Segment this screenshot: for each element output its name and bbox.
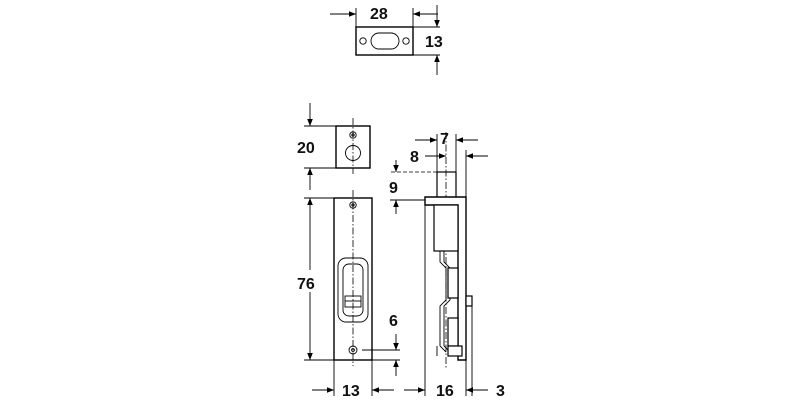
bolt-block-upper — [447, 267, 459, 299]
dim-side-plate: 3 — [496, 383, 505, 400]
bolt-knob — [344, 295, 362, 308]
bolt-slot-outer — [337, 257, 369, 323]
bolt-slot-inner — [342, 263, 364, 317]
side-view: 7 8 9 16 3 — [389, 131, 505, 400]
keeper-screw-left — [359, 37, 367, 45]
dim-side-offset-7: 7 — [440, 131, 449, 148]
bolt-plate-screw-top — [349, 201, 357, 209]
keeper-screw-right — [402, 37, 410, 45]
bolt-head-upper — [436, 171, 457, 201]
dim-bolt-width: 13 — [342, 383, 360, 400]
bolt-base — [447, 345, 463, 357]
bolt-block-lower — [447, 317, 459, 347]
dim-top-plate-height: 20 — [297, 140, 315, 157]
dim-keeper-height: 13 — [425, 34, 443, 51]
keeper-slot — [370, 32, 400, 50]
front-view: 20 76 6 13 — [296, 103, 400, 400]
dim-keeper-width: 28 — [370, 6, 388, 23]
dim-side-offset-8: 8 — [410, 149, 419, 166]
dim-bolt-length: 76 — [297, 276, 315, 293]
keeper-plate — [355, 26, 414, 56]
dim-side-depth: 16 — [436, 383, 454, 400]
keeper-view: 28 13 — [330, 5, 443, 75]
bolt-plate-screw-bottom — [348, 345, 358, 355]
dim-side-top-9: 9 — [389, 180, 398, 197]
bolt-body — [433, 204, 459, 252]
spring-lever — [439, 251, 447, 353]
bolt-pin — [465, 295, 473, 307]
dim-screw-offset: 6 — [389, 313, 398, 330]
